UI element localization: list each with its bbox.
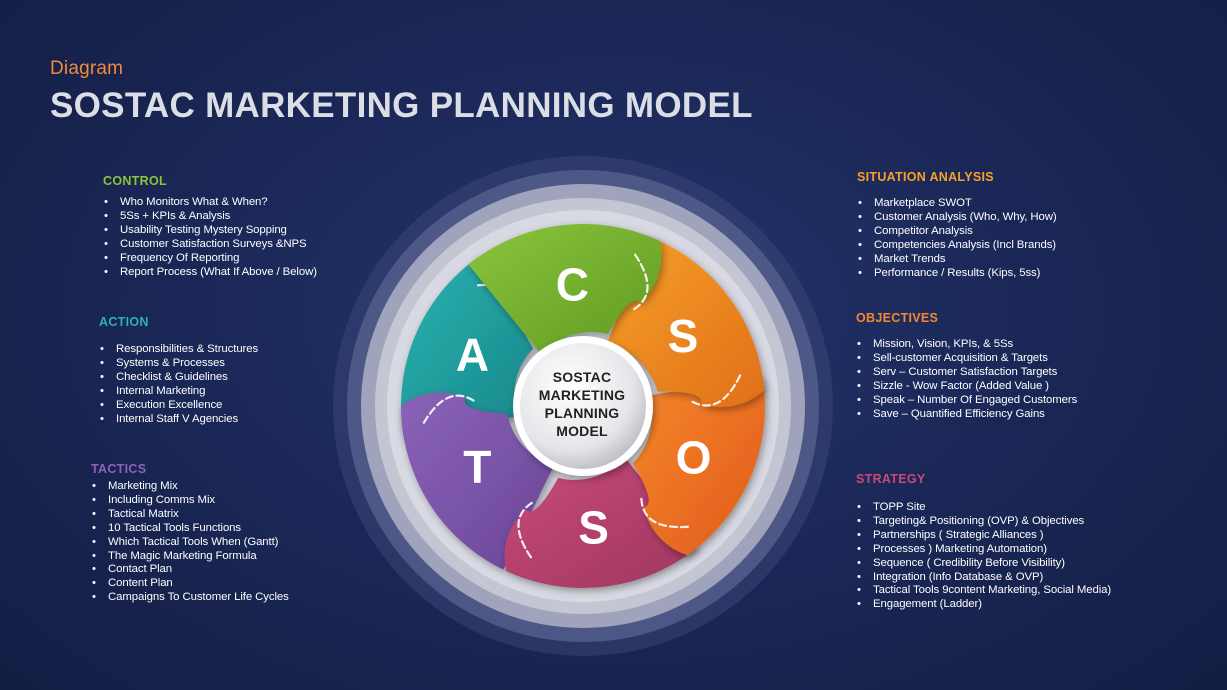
list-item: Tactical Tools 9content Marketing, Socia… bbox=[856, 584, 1111, 598]
list-item: Sell-customer Acquisition & Targets bbox=[856, 352, 1077, 366]
list-item: Mission, Vision, KPIs, & 5Ss bbox=[856, 338, 1077, 352]
list-item: Competencies Analysis (Incl Brands) bbox=[857, 239, 1057, 253]
list-item: Targeting& Positioning (OVP) & Objective… bbox=[856, 515, 1111, 529]
segment-dash-3 bbox=[517, 500, 536, 559]
list-item: Partnerships ( Strategic Alliances ) bbox=[856, 529, 1111, 543]
list-item: Speak – Number Of Engaged Customers bbox=[856, 394, 1077, 408]
list-item: Marketplace SWOT bbox=[857, 197, 1057, 211]
slide-title: SOSTAC MARKETING PLANNING MODEL bbox=[50, 86, 753, 125]
list-item: The Magic Marketing Formula bbox=[91, 550, 289, 564]
list-item: 5Ss + KPIs & Analysis bbox=[103, 210, 317, 224]
segment-letter-t: T bbox=[463, 441, 491, 493]
segment-dash-0 bbox=[630, 253, 649, 312]
slide-subtitle: Diagram bbox=[50, 58, 124, 79]
list-item: Internal Marketing bbox=[99, 385, 258, 399]
center-disc bbox=[520, 343, 646, 469]
list-item: Report Process (What If Above / Below) bbox=[103, 266, 317, 280]
list-item: Sequence ( Credibility Before Visibility… bbox=[856, 557, 1111, 571]
list-item: Tactical Matrix bbox=[91, 508, 289, 522]
center-label-line: SOSTAC bbox=[552, 369, 612, 385]
list-item: Marketing Mix bbox=[91, 480, 289, 494]
list-item: Competitor Analysis bbox=[857, 225, 1057, 239]
list-item: Frequency Of Reporting bbox=[103, 252, 317, 266]
list-item: Integration (Info Database & OVP) bbox=[856, 571, 1111, 585]
strategy-list: TOPP Site Targeting& Positioning (OVP) &… bbox=[856, 501, 1111, 612]
list-item: Serv – Customer Satisfaction Targets bbox=[856, 366, 1077, 380]
objectives-list: Mission, Vision, KPIs, & 5Ss Sell-custom… bbox=[856, 338, 1077, 421]
objectives-heading: OBJECTIVES bbox=[856, 311, 939, 325]
list-item: Content Plan bbox=[91, 577, 289, 591]
tactics-heading: TACTICS bbox=[91, 462, 147, 476]
list-item: Contact Plan bbox=[91, 563, 289, 577]
list-item: Usability Testing Mystery Sopping bbox=[103, 224, 317, 238]
segment-dash-2 bbox=[640, 494, 690, 529]
objectives-panel: OBJECTIVES Mission, Vision, KPIs, & 5Ss … bbox=[856, 311, 1077, 421]
action-heading: ACTION bbox=[99, 315, 149, 329]
list-item: TOPP Site bbox=[856, 501, 1111, 515]
list-item: Who Monitors What & When? bbox=[103, 196, 317, 210]
tactics-list: Marketing Mix Including Comms Mix Tactic… bbox=[91, 480, 289, 605]
control-heading: CONTROL bbox=[103, 174, 167, 188]
situation-analysis-list: Marketplace SWOT Customer Analysis (Who,… bbox=[857, 197, 1057, 280]
sostac-wheel-diagram: C S O S T A bbox=[333, 156, 833, 656]
segment-letter-c: C bbox=[556, 258, 589, 310]
strategy-panel: STRATEGY TOPP Site Targeting& Positionin… bbox=[856, 472, 1111, 612]
action-panel: ACTION Responsibilities & Structures Sys… bbox=[99, 315, 258, 426]
list-item: Campaigns To Customer Life Cycles bbox=[91, 591, 289, 605]
segment-letter-a: A bbox=[456, 328, 489, 380]
list-item: Performance / Results (Kips, 5ss) bbox=[857, 267, 1057, 281]
segment-o-2 bbox=[632, 377, 765, 556]
segment-dash-1 bbox=[688, 374, 742, 407]
center-label: SOSTAC MARKETING PLANNING MODEL bbox=[515, 337, 649, 471]
center-label-line: MODEL bbox=[556, 423, 608, 439]
list-item: Systems & Processes bbox=[99, 357, 258, 371]
list-item: Save – Quantified Efficiency Gains bbox=[856, 408, 1077, 422]
segment-c-0 bbox=[468, 223, 662, 355]
situation-analysis-panel: SITUATION ANALYSIS Marketplace SWOT Cust… bbox=[857, 170, 1057, 280]
action-list: Responsibilities & Structures Systems & … bbox=[99, 343, 258, 426]
list-item: Which Tactical Tools When (Gantt) bbox=[91, 536, 289, 550]
center-label-line: MARKETING bbox=[538, 387, 626, 403]
list-item: Processes ) Marketing Automation) bbox=[856, 543, 1111, 557]
list-item: Customer Satisfaction Surveys &NPS bbox=[103, 238, 317, 252]
tactics-panel: TACTICS Marketing Mix Including Comms Mi… bbox=[91, 462, 289, 605]
list-item: Responsibilities & Structures bbox=[99, 343, 258, 357]
list-item: Execution Excellence bbox=[99, 399, 258, 413]
list-item: Checklist & Guidelines bbox=[99, 371, 258, 385]
situation-analysis-heading: SITUATION ANALYSIS bbox=[857, 170, 994, 184]
segment-letter-o: O bbox=[676, 432, 712, 484]
list-item: Sizzle - Wow Factor (Added Value ) bbox=[856, 380, 1077, 394]
center-label-line: PLANNING bbox=[544, 405, 620, 421]
segments-group: C S O S T A bbox=[401, 223, 765, 588]
list-item: Market Trends bbox=[857, 253, 1057, 267]
list-item: 10 Tactical Tools Functions bbox=[91, 522, 289, 536]
list-item: Internal Staff V Agencies bbox=[99, 413, 258, 427]
control-panel: CONTROL Who Monitors What & When? 5Ss + … bbox=[103, 174, 317, 279]
control-list: Who Monitors What & When? 5Ss + KPIs & A… bbox=[103, 196, 317, 279]
list-item: Including Comms Mix bbox=[91, 494, 289, 508]
list-item: Engagement (Ladder) bbox=[856, 598, 1111, 612]
segment-letter-s: S bbox=[668, 310, 699, 362]
segment-dash-4 bbox=[422, 394, 478, 424]
list-item: Customer Analysis (Who, Why, How) bbox=[857, 211, 1057, 225]
segment-letter-s: S bbox=[578, 502, 609, 554]
strategy-heading: STRATEGY bbox=[856, 472, 926, 486]
